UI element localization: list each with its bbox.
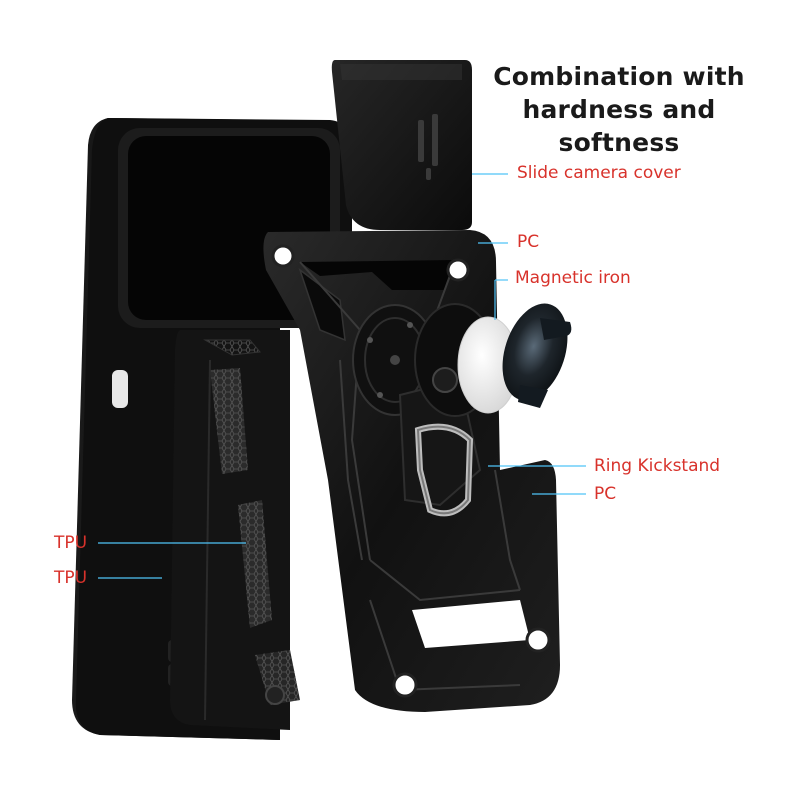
label-magnetic-iron: Magnetic iron [515, 268, 631, 288]
magnetic-iron [457, 303, 572, 414]
tpu-case [72, 118, 352, 740]
label-pc-bottom: PC [594, 484, 617, 504]
headline-line-1: Combination with [493, 62, 745, 91]
label-tpu-upper: TPU [54, 533, 88, 553]
label-ring-kickstand: Ring Kickstand [594, 456, 721, 476]
label-pc-top: PC [517, 232, 540, 252]
leader-lines [98, 173, 586, 579]
headline: Combination with hardness and softness [474, 60, 764, 159]
pc-armor-frame [263, 230, 560, 712]
label-slide-camera-cover: Slide camera cover [517, 163, 681, 183]
label-tpu-lower: TPU [54, 568, 88, 588]
side-button-cutout [112, 370, 128, 408]
slide-camera-cover [331, 60, 472, 230]
headline-line-2: hardness and softness [522, 95, 716, 157]
